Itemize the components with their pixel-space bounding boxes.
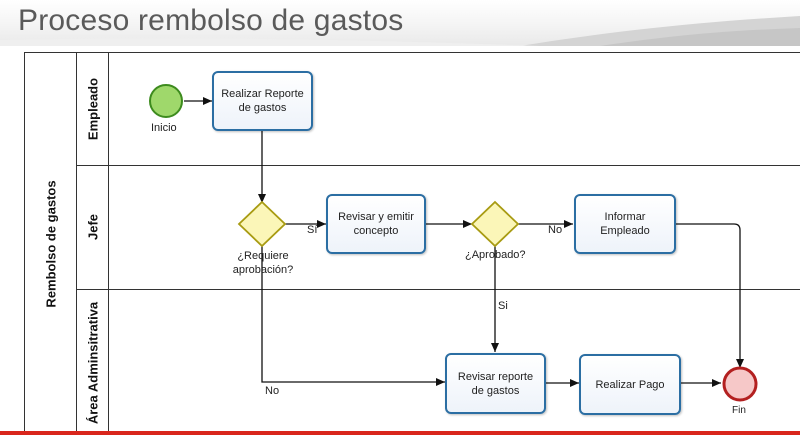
- page-title: Proceso rembolso de gastos: [18, 4, 404, 37]
- title-band: Proceso rembolso de gastos: [0, 0, 800, 46]
- gateway-requiere-aprobacion[interactable]: [237, 200, 287, 248]
- task-realizar-pago-label: Realizar Pago: [595, 378, 665, 391]
- pool-label-column: Rembolso de gastos: [25, 53, 77, 435]
- flow-informar-to-fin: [676, 223, 744, 368]
- flow-label-si-requiere: Sí: [307, 224, 318, 236]
- end-event-label: Fin: [732, 405, 746, 416]
- flow-gateway-no-to-revisar-reporte: [261, 246, 445, 386]
- flow-label-si-aprobado: Si: [498, 300, 508, 312]
- lane-header-column: Empleado Jefe Área Adminsitrativa: [77, 53, 109, 435]
- gateway-requiere-aprobacion-label: ¿Requiere aprobación?: [232, 250, 294, 276]
- task-realizar-reporte-label: Realizar Reporte de gastos: [221, 88, 304, 114]
- gateway-aprobado[interactable]: [470, 200, 520, 248]
- task-realizar-pago[interactable]: Realizar Pago: [579, 354, 681, 415]
- flow-label-no-requiere: No: [265, 385, 280, 397]
- header-swoosh-decoration: [0, 16, 800, 46]
- task-revisar-emitir-concepto[interactable]: Revisar y emitir concepto: [326, 194, 426, 254]
- task-realizar-reporte[interactable]: Realizar Reporte de gastos: [212, 71, 313, 131]
- task-revisar-reporte-gastos[interactable]: Revisar reporte de gastos: [445, 353, 546, 414]
- start-event[interactable]: [149, 84, 183, 118]
- task-revisar-reporte-gastos-label: Revisar reporte de gastos: [457, 370, 534, 397]
- lane-divider-1: [77, 165, 800, 166]
- bottom-accent-bar: [0, 431, 800, 435]
- lane-divider-2: [77, 289, 800, 290]
- gateway-aprobado-label: ¿Aprobado?: [465, 249, 526, 261]
- task-informar-empleado[interactable]: Informar Empleado: [574, 194, 676, 254]
- task-informar-empleado-label: Informar Empleado: [600, 211, 650, 237]
- end-event[interactable]: [722, 366, 758, 402]
- start-event-label: Inicio: [151, 122, 177, 134]
- flow-label-no-aprobado: No: [548, 224, 563, 236]
- task-revisar-emitir-concepto-label: Revisar y emitir concepto: [338, 211, 414, 237]
